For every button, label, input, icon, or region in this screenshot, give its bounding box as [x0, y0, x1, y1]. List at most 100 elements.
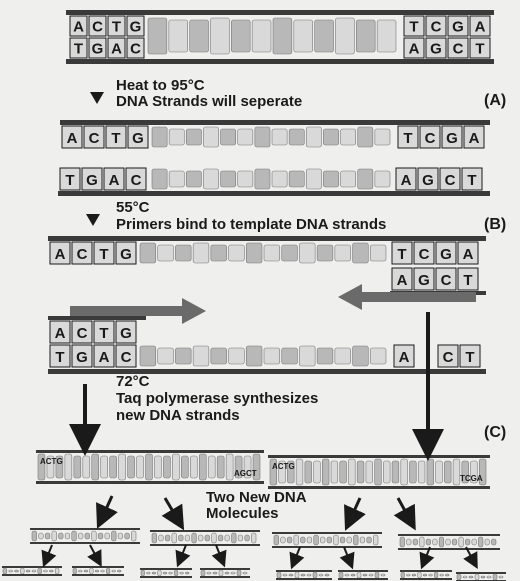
down-triangle-icon [86, 214, 100, 226]
base-letter: T [74, 41, 83, 58]
base-letter: A [469, 130, 480, 147]
base-letter: C [77, 325, 88, 342]
base-letter: T [467, 172, 476, 189]
filler-bases [32, 531, 136, 541]
base-letter: T [465, 349, 474, 366]
base-letter: A [73, 19, 84, 36]
strand-backbone [150, 544, 260, 546]
result-line1: Two New DNA [206, 490, 307, 506]
base-letter: C [419, 246, 430, 263]
strand-backbone [276, 578, 332, 580]
strand-backbone [72, 566, 124, 568]
base-letter: G [132, 130, 144, 147]
base-letters: TCGA [460, 474, 483, 483]
filler-bases [141, 570, 189, 576]
strand-backbone [268, 455, 490, 458]
step-a-line1: Heat to 95°C [116, 78, 205, 94]
base-letter: T [397, 246, 406, 263]
strand-backbone [200, 576, 250, 578]
filler-bases [152, 127, 390, 147]
base-letter: A [55, 246, 66, 263]
strand-backbone [48, 316, 146, 320]
split-arrows-small [46, 545, 474, 562]
base-letter: C [92, 19, 103, 36]
strand-backbone [2, 574, 62, 576]
strand-backbone [60, 120, 490, 125]
strand-backbone [30, 528, 140, 530]
base-letter: A [99, 349, 110, 366]
base-letter: C [130, 41, 141, 58]
base-letter: A [399, 349, 410, 366]
strand-backbone [200, 568, 250, 570]
base-letter: A [397, 272, 408, 289]
base-letter: G [76, 349, 88, 366]
filler-bases [201, 570, 247, 576]
filler-bases [140, 243, 386, 263]
filler-bases [152, 533, 256, 543]
base-letter: C [77, 246, 88, 263]
filler-bases [152, 169, 390, 189]
base-letter: C [425, 130, 436, 147]
strand-backbone [140, 568, 192, 570]
strand-backbone [66, 59, 494, 64]
base-letter: T [463, 272, 472, 289]
strand-backbone [400, 578, 452, 580]
filler-bases [339, 572, 385, 578]
strand-backbone [66, 10, 494, 15]
strand-backbone [338, 578, 388, 580]
step-a-tag: (A) [484, 92, 506, 110]
strand-backbone [338, 570, 388, 572]
filler-bases [73, 568, 121, 574]
base-letter: T [65, 172, 74, 189]
strand-backbone [272, 546, 382, 548]
step-c-line2: Taq polymerase synthesizes [116, 391, 318, 407]
base-letter: T [99, 246, 108, 263]
strand-backbone [72, 574, 124, 576]
filler-bases [274, 535, 378, 545]
base-letter: T [55, 349, 64, 366]
filler-bases [457, 574, 503, 580]
base-letter: A [55, 325, 66, 342]
base-letters: ACTG [272, 462, 295, 471]
strand-backbone [398, 548, 500, 550]
base-letter: T [409, 19, 418, 36]
base-letter: T [111, 130, 120, 147]
step-b-tag: (B) [484, 216, 506, 234]
base-letter: C [121, 349, 132, 366]
strand-backbone [272, 532, 382, 534]
base-letter: G [120, 246, 132, 263]
step-c-line3: new DNA strands [116, 408, 240, 424]
filler-bases [38, 454, 260, 480]
base-letter: T [112, 19, 121, 36]
base-letter: G [422, 172, 434, 189]
base-letter: C [131, 172, 142, 189]
filler-bases [148, 18, 396, 54]
filler-bases [400, 537, 496, 547]
base-letter: G [440, 246, 452, 263]
base-letter: T [475, 41, 484, 58]
base-letter: T [403, 130, 412, 147]
base-letter: C [443, 349, 454, 366]
strand-backbone [48, 369, 486, 374]
strand-backbone [398, 534, 500, 536]
base-letter: C [445, 172, 456, 189]
step-c-tag: (C) [484, 424, 506, 442]
strand-backbone [58, 191, 490, 196]
forward-primer-arrow [70, 298, 206, 324]
strand-backbone [276, 570, 332, 572]
base-letter: C [431, 19, 442, 36]
base-letter: G [92, 41, 104, 58]
base-letter: C [89, 130, 100, 147]
strand-backbone [400, 570, 452, 572]
filler-bases [3, 568, 59, 574]
result-line2: Molecules [206, 506, 279, 522]
base-letters: AGCT [234, 469, 257, 478]
base-letter: G [130, 19, 142, 36]
step-b-line2: Primers bind to template DNA strands [116, 217, 386, 233]
base-letter: G [430, 41, 442, 58]
base-letter: C [453, 41, 464, 58]
strand-backbone [48, 236, 486, 241]
strand-backbone [150, 530, 260, 532]
base-letter: T [99, 325, 108, 342]
base-letter: A [111, 41, 122, 58]
